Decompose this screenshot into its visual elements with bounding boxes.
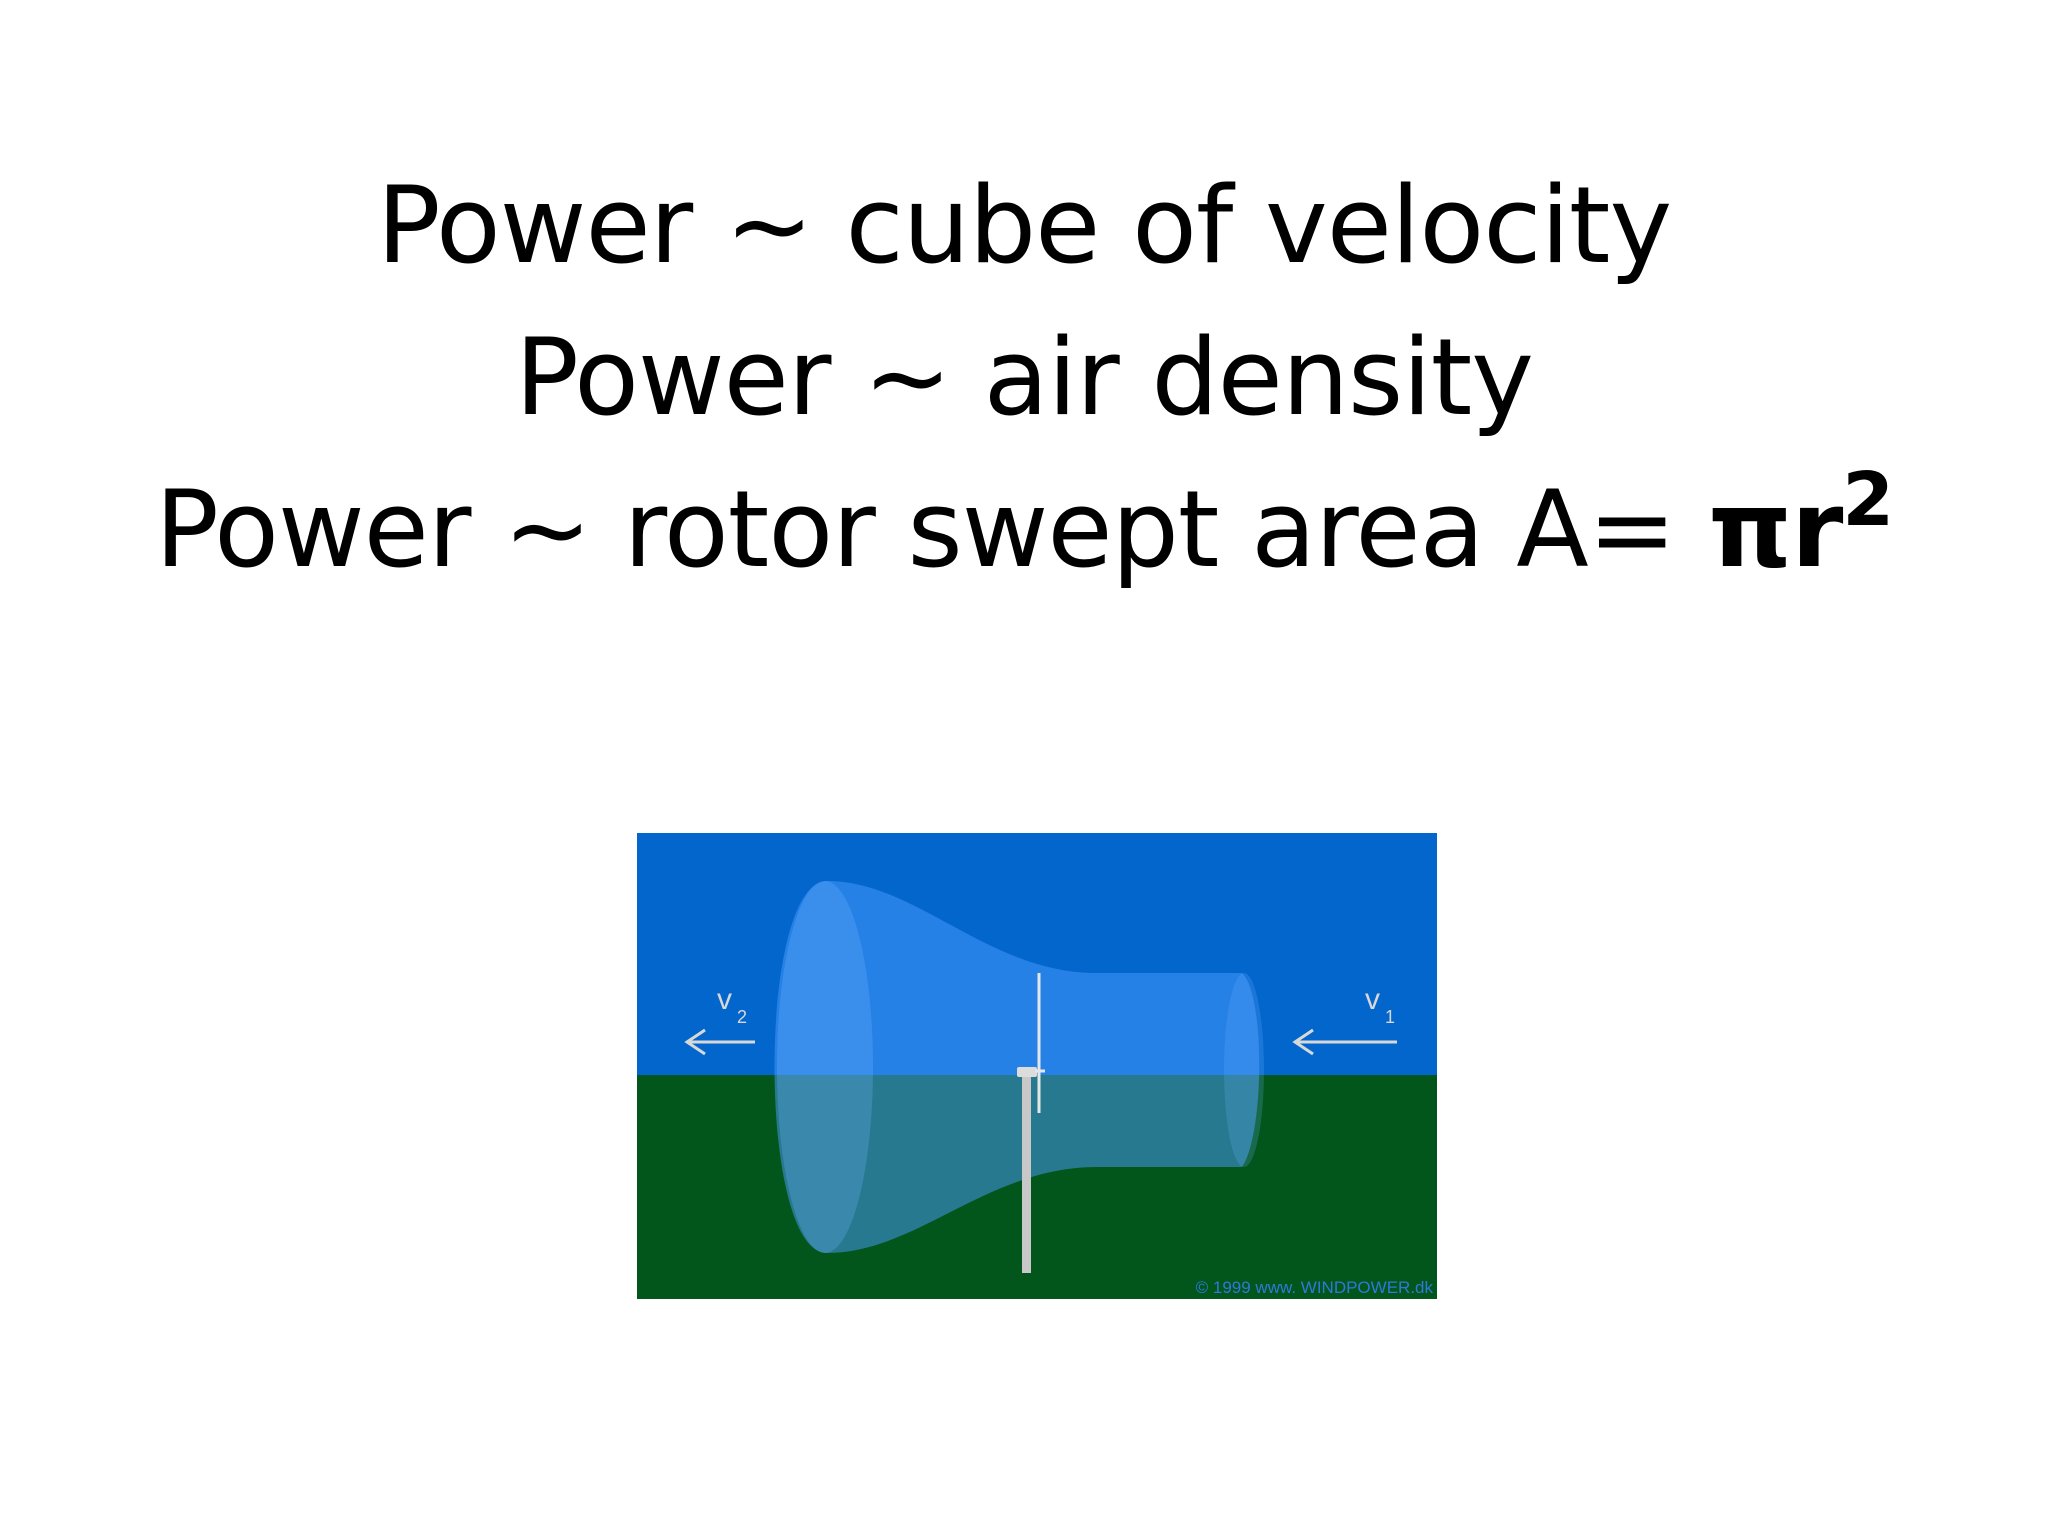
title-line-swept-area: Power ~ rotor swept area A= πr2 [0,454,2048,606]
v1-label: v [1365,983,1380,1016]
area-formula-exponent: 2 [1842,457,1894,544]
wind-tube-diagram: v 2 v 1 © 1999 www. WINDPOWER.dk [637,833,1437,1299]
title-line-velocity: Power ~ cube of velocity [376,164,1672,287]
outflow-arrow-icon [684,1028,755,1056]
v2-label: v [717,983,732,1016]
area-formula: πr2 [1708,463,1894,591]
inflow-arrow-icon [1292,1028,1397,1056]
copyright-notice: © 1999 www. WINDPOWER.dk [1196,1278,1434,1297]
v2-subscript: 2 [737,1007,747,1027]
slide-title: Power ~ cube of velocity Power ~ air den… [0,150,2048,606]
swept-area-text: Power ~ rotor swept area A= [154,468,1709,591]
wind-turbine-icon [1017,973,1045,1273]
title-line-density: Power ~ air density [514,316,1534,439]
stream-tube [774,881,1264,1253]
area-formula-pi-r: πr [1708,468,1843,591]
v1-subscript: 1 [1385,1007,1395,1027]
